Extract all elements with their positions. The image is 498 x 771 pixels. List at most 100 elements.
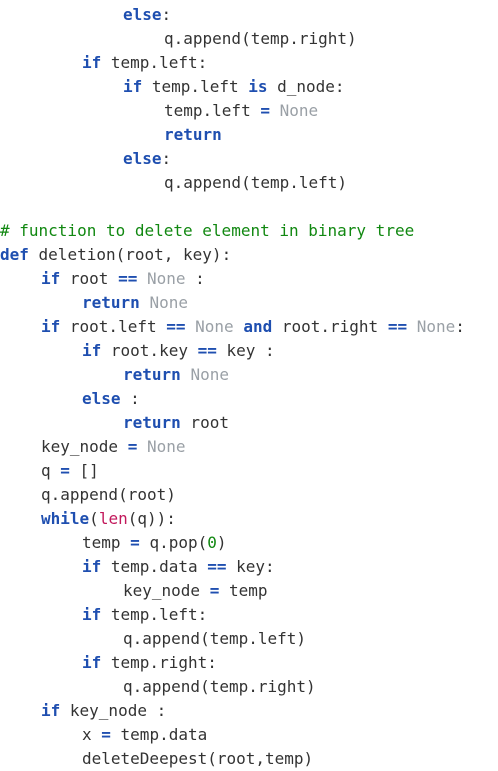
code-line: if temp.right: <box>82 651 217 675</box>
keyword-token: = <box>209 581 220 600</box>
code-token: q.append(temp.left) <box>164 173 348 192</box>
code-token <box>270 101 280 120</box>
code-line: else: <box>123 147 171 171</box>
code-token: q.pop( <box>139 533 208 552</box>
code-line: if temp.left: <box>82 51 207 75</box>
keyword-token: = <box>127 437 138 456</box>
code-line: q = [] <box>41 459 99 483</box>
keyword-token: if <box>123 77 143 96</box>
code-token: temp.left <box>164 101 261 120</box>
constant-token: None <box>190 365 229 384</box>
code-token: q.append(temp.right) <box>123 677 316 696</box>
code-token: temp <box>82 533 131 552</box>
code-line: return None <box>123 363 229 387</box>
code-line: key_node = temp <box>123 579 268 603</box>
keyword-token: else <box>123 149 162 168</box>
code-token <box>234 317 244 336</box>
code-line: else : <box>82 387 140 411</box>
keyword-token: return <box>123 365 181 384</box>
number-token: 0 <box>207 533 217 552</box>
keyword-token: == <box>387 317 408 336</box>
code-token <box>407 317 417 336</box>
code-token: temp <box>219 581 268 600</box>
constant-token: None <box>146 437 186 456</box>
code-line: q.append(temp.right) <box>164 27 357 51</box>
code-line: while(len(q)): <box>41 507 176 531</box>
code-token: root <box>60 269 119 288</box>
code-token: temp.right: <box>101 653 217 672</box>
constant-token: None <box>149 293 188 312</box>
code-token: : <box>161 5 172 24</box>
keyword-token: if <box>82 605 102 624</box>
code-token: [] <box>69 461 99 480</box>
code-token: x <box>82 725 102 744</box>
code-token: ) <box>216 533 227 552</box>
keyword-token: if <box>82 557 102 576</box>
code-token <box>140 293 150 312</box>
code-line: def deletion(root, key): <box>0 243 231 267</box>
code-token: key_node <box>123 581 210 600</box>
code-token: ( <box>89 509 99 528</box>
code-token: : <box>455 317 465 336</box>
code-token: : <box>185 269 205 288</box>
code-line: return None <box>82 291 188 315</box>
keyword-token: and <box>243 317 273 336</box>
keyword-token: while <box>41 509 90 528</box>
keyword-token: return <box>164 125 222 144</box>
code-line: temp = q.pop(0) <box>82 531 227 555</box>
code-token: q.append(temp.left) <box>123 629 307 648</box>
constant-token: None <box>279 101 319 120</box>
code-token <box>137 437 147 456</box>
code-line: if temp.left is d_node: <box>123 75 345 99</box>
keyword-token: if <box>41 701 61 720</box>
code-token: : <box>120 389 140 408</box>
code-line: key_node = None <box>41 435 186 459</box>
code-token: temp.data <box>110 725 208 744</box>
keyword-token: = <box>130 533 140 552</box>
code-line: return <box>164 123 222 147</box>
keyword-token: return <box>123 413 181 432</box>
code-token: deleteDeepest(root,temp) <box>82 749 314 768</box>
code-line: q.append(temp.left) <box>123 627 306 651</box>
code-token: q.append(root) <box>41 485 176 504</box>
code-token: root.key <box>101 341 198 360</box>
code-token <box>137 269 147 288</box>
code-token: q <box>41 461 61 480</box>
keyword-token: else <box>82 389 121 408</box>
code-token: temp.data <box>101 557 208 576</box>
code-token: temp.left: <box>101 605 208 624</box>
keyword-token: if <box>41 317 61 336</box>
keyword-token: if <box>82 653 102 672</box>
keyword-token: else <box>123 5 162 24</box>
keyword-token: = <box>260 101 270 120</box>
keyword-token: def <box>0 245 29 264</box>
code-line: if root.key == key : <box>82 339 275 363</box>
code-line: q.append(temp.right) <box>123 675 316 699</box>
code-line: q.append(root) <box>41 483 176 507</box>
builtin-token: len <box>98 509 128 528</box>
keyword-token: == <box>118 269 138 288</box>
keyword-token: == <box>197 341 217 360</box>
code-token: root.left <box>60 317 167 336</box>
keyword-token: return <box>82 293 140 312</box>
code-token: root <box>180 413 229 432</box>
code-token: temp.left <box>142 77 249 96</box>
code-token: deletion(root, key): <box>28 245 232 264</box>
constant-token: None <box>195 317 234 336</box>
code-line: if temp.data == key: <box>82 555 275 579</box>
keyword-token: if <box>41 269 61 288</box>
keyword-token: if <box>82 53 102 72</box>
code-line: return root <box>123 411 229 435</box>
code-token: key_node <box>41 437 128 456</box>
code-token: : <box>161 149 172 168</box>
comment-token: # function to delete element in binary t… <box>0 221 415 240</box>
keyword-token: == <box>166 317 186 336</box>
code-token: q.append(temp.right) <box>164 29 357 48</box>
constant-token: None <box>146 269 186 288</box>
code-token: key: <box>226 557 275 576</box>
code-line: q.append(temp.left) <box>164 171 347 195</box>
code-token: d_node: <box>267 77 345 96</box>
code-line: if root.left == None and root.right == N… <box>41 315 465 339</box>
code-line: x = temp.data <box>82 723 207 747</box>
